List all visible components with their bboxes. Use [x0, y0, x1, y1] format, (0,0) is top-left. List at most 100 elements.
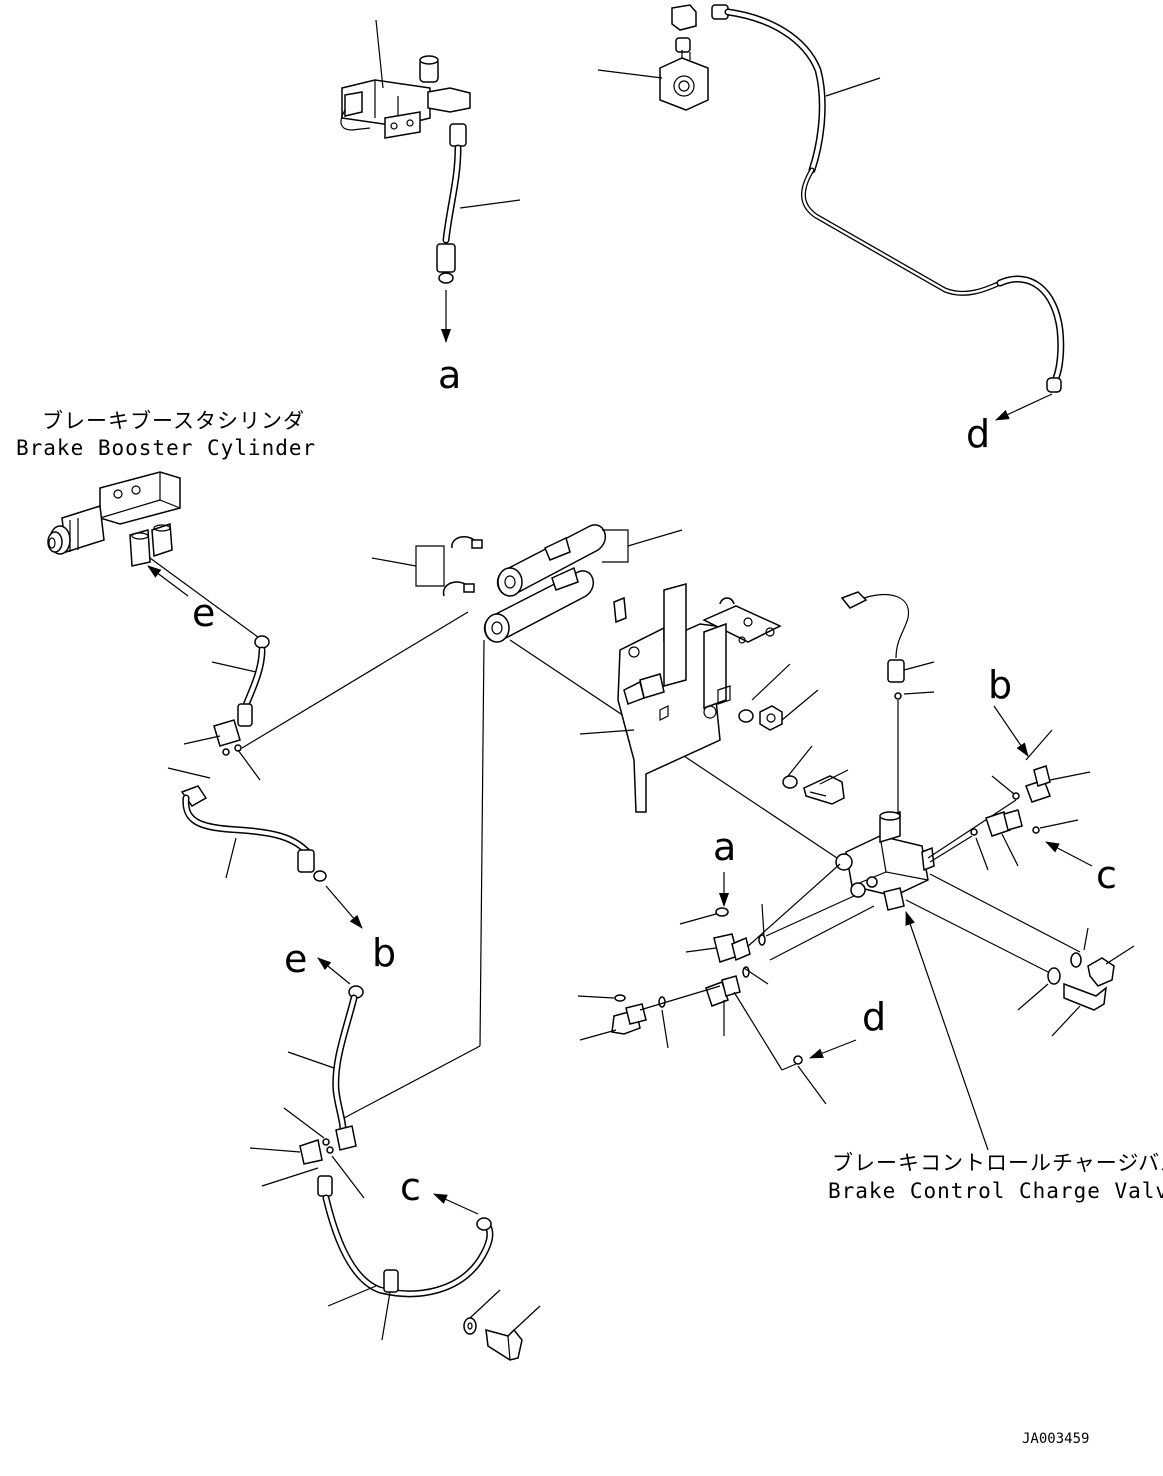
leader-line: [283, 1107, 325, 1139]
label-e-mid: e: [284, 937, 307, 981]
leader-line: [1051, 1005, 1081, 1037]
drawing-code: JA003459: [1022, 1431, 1089, 1447]
leader-line: [1039, 819, 1079, 829]
accumulator-clamps: [442, 536, 579, 597]
leader-line: [183, 735, 221, 745]
leader-line: [761, 903, 765, 937]
leader-line: [929, 835, 973, 863]
small-fittings: [611, 907, 803, 1065]
leader-line: [469, 1289, 501, 1319]
label-d-right: d: [862, 995, 886, 1039]
leader-line: [797, 1065, 827, 1105]
leader-line: [597, 69, 663, 79]
label-a-top: a: [438, 353, 461, 397]
leader-line: [577, 995, 615, 999]
leader-line: [679, 913, 717, 925]
arrow-to-e-mid: [317, 957, 351, 985]
arrow-to-b: [325, 885, 363, 929]
top-right-fitting: [659, 4, 709, 111]
leader-line: [1083, 927, 1089, 951]
arrow-to-b-right: [993, 705, 1029, 757]
leader-line: [975, 837, 989, 871]
hose-to-c: [317, 1175, 494, 1298]
straight-fitting-c: [970, 809, 1040, 837]
long-pipe-to-d: [711, 4, 1065, 393]
arrow-to-d-right: [809, 1039, 857, 1059]
leader-line: [241, 611, 469, 749]
bracket-leader: [415, 545, 445, 587]
leader-line: [929, 873, 1081, 953]
brake-control-charge-valve: [835, 810, 935, 911]
leader-line: [381, 1291, 391, 1341]
leader-line: [1105, 945, 1135, 965]
bottom-bolt-and-washer: [463, 1317, 523, 1361]
leader-line: [819, 769, 849, 785]
leader-line: [261, 1167, 319, 1187]
label-c-right: c: [1096, 853, 1117, 897]
leader-line: [781, 689, 819, 721]
label-e-left: e: [192, 591, 215, 635]
leader-line: [751, 663, 791, 701]
leader-line: [225, 837, 237, 879]
leader-line: [903, 661, 935, 671]
leader-line: [1049, 771, 1091, 781]
leader-line: [1025, 729, 1053, 761]
hose-to-b: [180, 785, 327, 882]
leader-line: [787, 745, 813, 777]
arrow-to-c-right: [1045, 841, 1093, 867]
leader-line: [661, 1009, 669, 1049]
leader-line: [249, 1147, 301, 1153]
accumulators: [483, 524, 607, 643]
label-d-top: d: [966, 412, 990, 456]
leader-line: [331, 1155, 365, 1199]
leader-line: [287, 1051, 335, 1069]
leader-line: [459, 199, 521, 209]
leader-line: [375, 19, 384, 89]
leader-line: [685, 947, 717, 953]
leader-line: [1017, 983, 1049, 1011]
label-b-right: b: [988, 663, 1012, 707]
leader-line: [733, 991, 783, 1071]
leader-line: [211, 661, 257, 673]
leader-line: [765, 895, 855, 937]
leader-line: [745, 863, 841, 949]
leader-line: [511, 1305, 541, 1333]
label-b-left: b: [372, 931, 396, 975]
leader-line: [825, 77, 881, 97]
leader-line: [371, 557, 417, 567]
leader-line: [903, 691, 935, 695]
leader-line: [167, 767, 211, 779]
leader-line: [579, 729, 635, 735]
leader-line: [991, 775, 1015, 795]
leader-line: [781, 1063, 797, 1071]
leader-line: [1001, 833, 1019, 867]
leader-line: [149, 557, 263, 641]
leader-line: [743, 967, 769, 985]
mounting-bracket: [613, 583, 782, 813]
top-valve-assembly: [340, 55, 471, 139]
valve-caption-jp: ブレーキコントロールチャージバルブ: [832, 1151, 1163, 1175]
leader-line: [479, 639, 485, 1047]
brake-booster-cylinder: [47, 471, 181, 567]
right-bolts: [1047, 952, 1115, 1011]
leader-line: [905, 899, 1053, 975]
hose-to-a: [436, 123, 467, 284]
leader-line: [579, 1029, 617, 1041]
leader-line: [639, 985, 721, 1011]
booster-caption-jp: ブレーキブースタシリンダ: [42, 409, 305, 433]
arrow-to-e: [147, 565, 189, 597]
leader-line: [769, 905, 875, 961]
nut-and-washer: [738, 705, 783, 731]
arrow-to-d: [995, 393, 1053, 421]
hose-to-e: [299, 985, 364, 1165]
leader-line: [343, 1045, 481, 1119]
label-c-bottom: c: [400, 1165, 421, 1209]
leader-line: [627, 529, 683, 547]
bolt-and-washer: [782, 775, 845, 805]
arrow-to-c: [433, 1193, 479, 1215]
leader-line: [237, 749, 261, 781]
valve-caption-en: Brake Control Charge Valve: [828, 1179, 1163, 1203]
booster-caption-en: Brake Booster Cylinder: [16, 436, 316, 460]
arrow-to-valve: [905, 911, 989, 1151]
